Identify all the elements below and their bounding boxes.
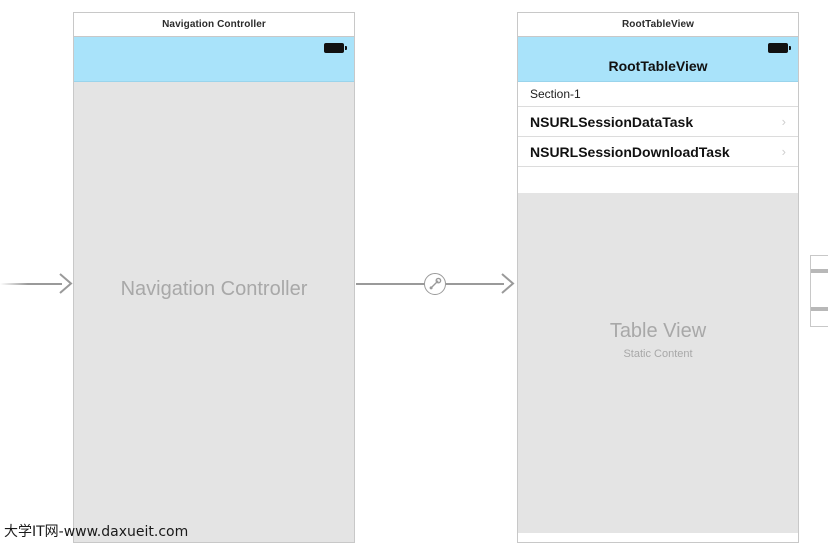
scene-body[interactable]: Table View Static Content — [518, 193, 798, 533]
table-row[interactable]: NSURLSessionDownloadTask › — [518, 136, 798, 166]
watermark-text: 大学IT网-www.daxueit.com — [4, 524, 189, 540]
scene-navigation-controller[interactable]: Navigation Controller Navigation Control… — [73, 12, 355, 543]
segue-line-left — [356, 283, 427, 285]
chevron-right-icon: › — [781, 114, 786, 129]
scene-placeholder-subtitle: Static Content — [623, 348, 693, 360]
scene-titlebar-label: RootTableView — [621, 19, 695, 30]
table-row[interactable]: NSURLSessionDataTask › — [518, 106, 798, 136]
table-view[interactable]: Section-1 NSURLSessionDataTask › NSURLSe… — [518, 82, 798, 193]
nav-bar[interactable]: RootTableView — [518, 37, 798, 82]
table-row-label: NSURLSessionDataTask — [530, 113, 694, 130]
offscreen-rule — [811, 307, 828, 311]
offscreen-rule — [811, 269, 828, 273]
scene-titlebar: Navigation Controller — [74, 13, 354, 37]
battery-icon — [768, 43, 791, 53]
nav-bar[interactable] — [74, 37, 354, 82]
segue-line-right — [446, 283, 504, 285]
scene-titlebar: RootTableView — [518, 13, 798, 37]
scene-placeholder: Table View Static Content — [518, 320, 798, 360]
scene-body[interactable]: Navigation Controller — [74, 82, 354, 542]
partial-offscreen-scene[interactable] — [810, 255, 828, 327]
scene-root-table-view[interactable]: RootTableView RootTableView Section-1 NS… — [517, 12, 799, 543]
relationship-segue-icon[interactable] — [424, 273, 446, 295]
battery-icon — [324, 43, 347, 53]
table-section-header: Section-1 — [518, 82, 798, 106]
table-row-empty — [518, 166, 798, 193]
scene-placeholder-title: Navigation Controller — [120, 278, 308, 300]
nav-bar-title: RootTableView — [608, 58, 708, 74]
scene-titlebar-label: Navigation Controller — [162, 19, 266, 30]
chevron-right-icon: › — [781, 144, 786, 159]
scene-placeholder-title: Table View — [609, 320, 707, 342]
entry-arrow-line — [0, 283, 62, 285]
table-row-label: NSURLSessionDownloadTask — [530, 143, 730, 160]
scene-placeholder: Navigation Controller — [74, 278, 354, 301]
